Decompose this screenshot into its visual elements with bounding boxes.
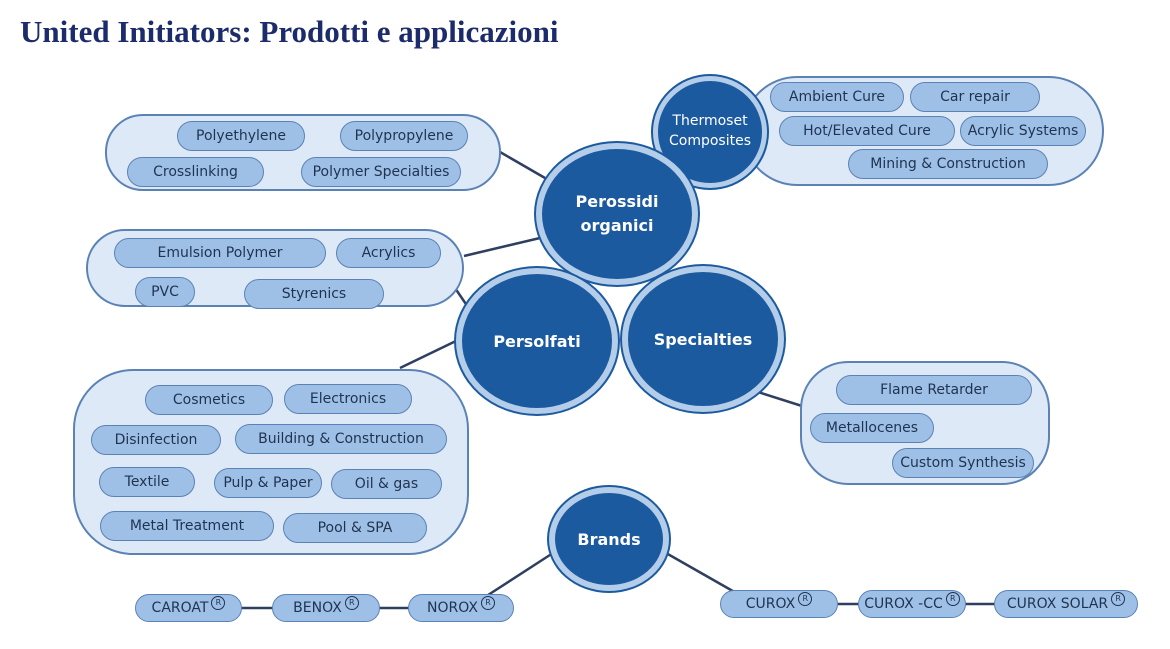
page-title: United Initiators: Prodotti e applicazio… xyxy=(20,14,559,49)
pill-ambient-cure[interactable]: Ambient Cure xyxy=(770,82,904,112)
hub-perossidi-organici[interactable]: Perossidi organici xyxy=(536,143,698,285)
pill-styrenics[interactable]: Styrenics xyxy=(244,279,384,309)
thermoset-group: Ambient Cure Car repair Hot/Elevated Cur… xyxy=(742,76,1104,186)
registered-mark-icon: R xyxy=(1111,592,1126,606)
registered-mark-icon: R xyxy=(798,592,813,606)
pill-textile[interactable]: Textile xyxy=(99,467,195,497)
hub-persolfati[interactable]: Persolfati xyxy=(456,268,618,414)
pill-polyethylene[interactable]: Polyethylene xyxy=(177,121,305,151)
pill-acrylic-systems[interactable]: Acrylic Systems xyxy=(960,116,1086,146)
pill-acrylics[interactable]: Acrylics xyxy=(336,238,441,268)
pill-cosmetics[interactable]: Cosmetics xyxy=(145,385,273,415)
pill-oil-gas[interactable]: Oil & gas xyxy=(331,469,442,499)
persolfati-group: Cosmetics Electronics Disinfection Build… xyxy=(73,369,469,555)
perossidi-group-emulsion: Emulsion Polymer Acrylics PVC Styrenics xyxy=(86,229,464,309)
pill-mining-construction[interactable]: Mining & Construction xyxy=(848,149,1048,179)
perossidi-group-polymers: Polyethylene Polypropylene Crosslinking … xyxy=(105,114,501,191)
pill-hot-elevated-cure[interactable]: Hot/Elevated Cure xyxy=(779,116,955,146)
pill-polypropylene[interactable]: Polypropylene xyxy=(340,121,468,151)
pill-polymer-specialties[interactable]: Polymer Specialties xyxy=(301,157,461,187)
pill-pool-spa[interactable]: Pool & SPA xyxy=(283,513,427,543)
pill-car-repair[interactable]: Car repair xyxy=(910,82,1040,112)
registered-mark-icon: R xyxy=(211,596,226,610)
registered-mark-icon: R xyxy=(945,592,960,606)
registered-mark-icon: R xyxy=(344,596,359,610)
hub-specialties[interactable]: Specialties xyxy=(622,266,784,412)
hub-brands[interactable]: Brands xyxy=(549,487,669,591)
pill-metal-treatment[interactable]: Metal Treatment xyxy=(100,511,274,541)
pill-metallocenes[interactable]: Metallocenes xyxy=(810,413,934,443)
pill-building-construction[interactable]: Building & Construction xyxy=(235,424,447,454)
pill-electronics[interactable]: Electronics xyxy=(284,384,412,414)
pill-pulp-paper[interactable]: Pulp & Paper xyxy=(214,468,322,498)
pill-custom-synthesis[interactable]: Custom Synthesis xyxy=(892,448,1034,478)
specialties-group: Flame Retarder Metallocenes Custom Synth… xyxy=(800,361,1050,485)
pill-emulsion-polymer[interactable]: Emulsion Polymer xyxy=(114,238,326,268)
pill-crosslinking[interactable]: Crosslinking xyxy=(127,157,264,187)
pill-disinfection[interactable]: Disinfection xyxy=(91,425,221,455)
registered-mark-icon: R xyxy=(480,596,495,610)
pill-pvc[interactable]: PVC xyxy=(135,277,195,307)
pill-flame-retarder[interactable]: Flame Retarder xyxy=(836,375,1032,405)
